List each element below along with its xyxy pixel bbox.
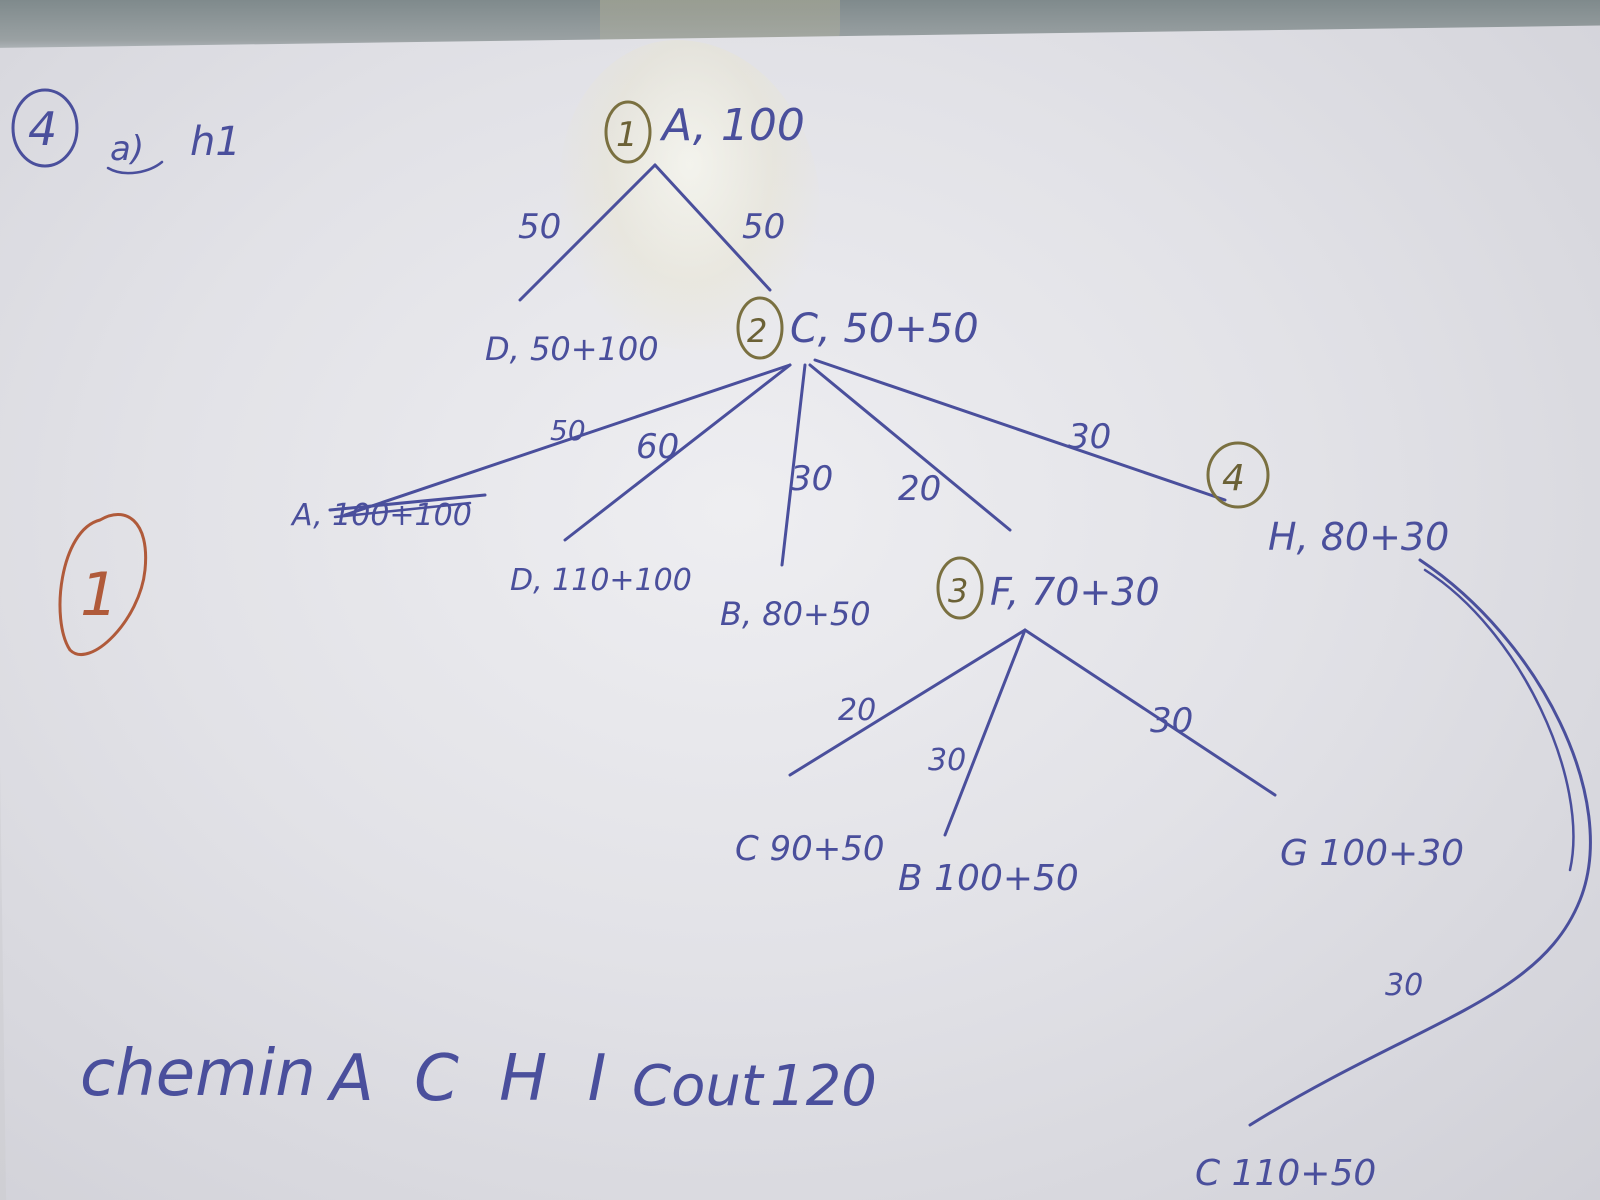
edge-label-h-c: 30: [1385, 968, 1423, 1003]
expansion-order-circle-3: [936, 556, 984, 620]
edge-c-a: [343, 363, 792, 517]
edge-a-c: [653, 163, 772, 292]
result-cost: 120: [770, 1054, 877, 1119]
node-c-90-50: C 90+50: [735, 829, 885, 869]
expansion-order-circle-1: [604, 100, 652, 164]
node-h-80-30: H, 80+30: [1268, 515, 1449, 559]
heuristic-label: h1: [190, 119, 241, 165]
edge-label-c-f: 20: [898, 469, 941, 509]
edge-c-h: [813, 358, 1227, 502]
node-g-100-30: G 100+30: [1280, 833, 1464, 874]
node-root-a: A, 100: [659, 100, 805, 151]
node-a-100-100: A, 100+100: [290, 498, 472, 533]
node-d-50-100: D, 50+100: [485, 330, 659, 368]
edge-label-c-h: 30: [1068, 417, 1111, 457]
result-line: chemin A C H I Cout 120: [80, 1037, 877, 1119]
question-header: 4 a) h1: [11, 88, 241, 175]
result-path: A C H I: [326, 1042, 617, 1116]
edge-h-c: [1248, 558, 1592, 1127]
node-b-80-50: B, 80+50: [720, 595, 871, 633]
edge-label-c-b: 30: [790, 459, 833, 499]
expansion-order-circle-4: [1206, 441, 1270, 509]
margin-note-text: 1: [80, 560, 118, 630]
question-number-circle: [11, 88, 79, 168]
edge-label-c-a: 50: [550, 414, 586, 447]
node-f-70-30: F, 70+30: [990, 570, 1160, 614]
node-c-110-50: C 110+50: [1195, 1153, 1376, 1194]
expansion-order-1: 1: [616, 115, 638, 155]
expansion-order-2: 2: [747, 312, 767, 350]
node-a-strikethrough-2: [333, 501, 472, 519]
node-d-110-100: D, 110+100: [510, 563, 692, 598]
expansion-order-3: 3: [948, 572, 968, 610]
edge-c-b: [780, 363, 807, 567]
edge-label-a-c: 50: [742, 207, 785, 247]
margin-note: 1: [58, 513, 148, 656]
edge-f-b: [943, 628, 1027, 837]
edge-h-c-stroke: [1423, 568, 1575, 872]
margin-note-circle: [58, 513, 148, 656]
edge-c-d: [563, 363, 792, 542]
part-underline: [106, 160, 164, 175]
node-c-50-50: C, 50+50: [790, 306, 979, 352]
edge-f-g: [1023, 628, 1277, 797]
edge-label-a-d: 50: [518, 207, 561, 247]
edge-labels: 50 50 50 60 30 20 30 20 30 30 30: [518, 207, 1423, 1003]
tree-nodes: 1 A, 100 D, 50+100 2 C, 50+50 A, 100+100…: [290, 100, 1464, 1194]
tree-edges: [343, 163, 1592, 1127]
edge-label-c-d: 60: [636, 427, 679, 467]
light-glare: [560, 40, 820, 350]
edge-f-c: [788, 628, 1027, 777]
edge-label-f-b: 30: [928, 743, 966, 778]
expansion-order-circle-2: [736, 296, 784, 360]
node-a-strikethrough: [328, 493, 487, 512]
part-label: a): [110, 129, 144, 169]
result-cost-word: Cout: [632, 1054, 765, 1119]
node-b-100-50: B 100+50: [898, 858, 1079, 899]
question-number: 4: [28, 102, 57, 156]
edge-label-f-c: 20: [838, 693, 876, 728]
edge-label-f-g: 30: [1150, 701, 1193, 741]
result-path-word: chemin: [80, 1037, 316, 1111]
edge-a-d: [518, 163, 657, 302]
edge-c-f: [808, 363, 1012, 532]
expansion-order-4: 4: [1222, 458, 1245, 499]
